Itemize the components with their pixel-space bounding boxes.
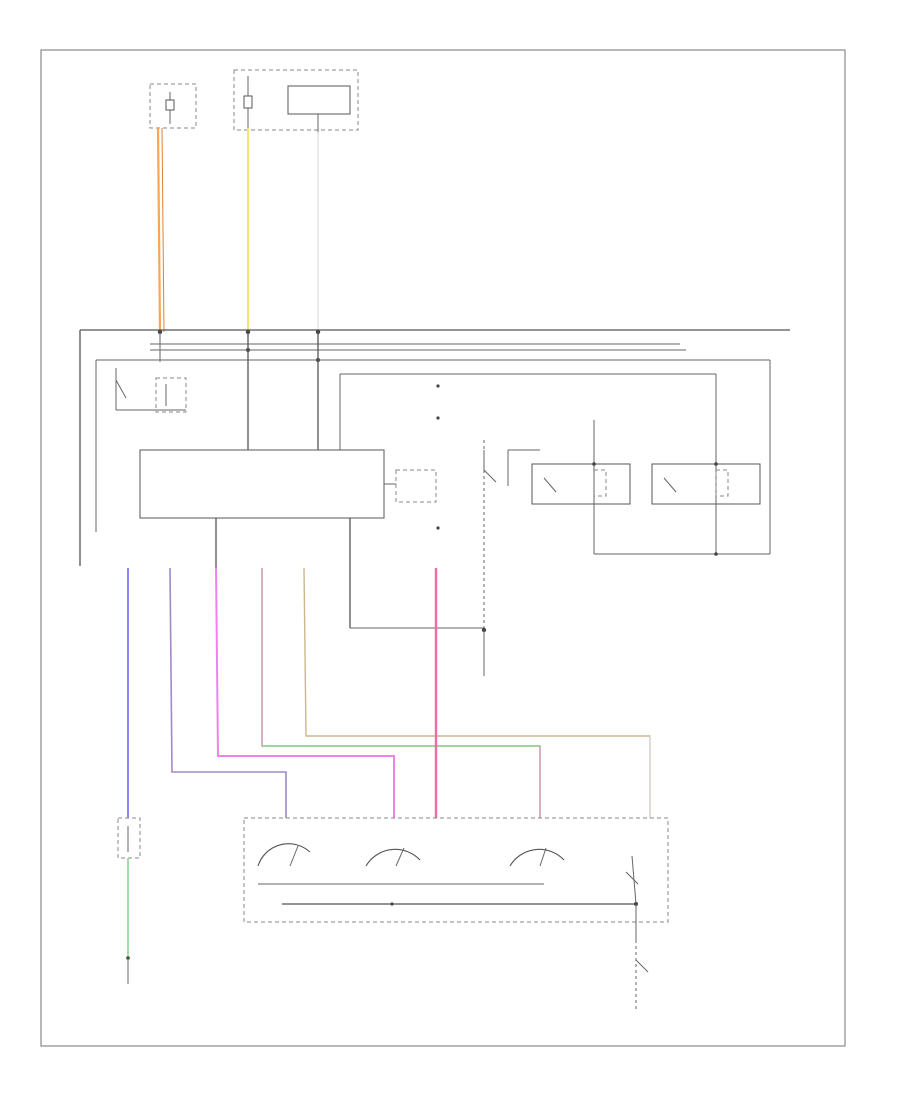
dot-b <box>436 416 440 420</box>
top-left-fuse-block <box>149 83 197 129</box>
left-sender <box>117 817 141 859</box>
right-switch-1 <box>531 463 631 505</box>
wire-tan <box>303 567 651 818</box>
control-unit <box>139 449 437 519</box>
gauge-3 <box>509 848 565 867</box>
diagram-frame <box>40 49 846 1047</box>
wire-mauve <box>261 568 541 818</box>
left-relay <box>115 368 187 413</box>
bus-lines <box>79 329 790 566</box>
wire-orange-shadow <box>161 127 165 333</box>
wire-violet <box>169 567 287 818</box>
top-mid-fuse-block <box>233 69 359 131</box>
wire-pink <box>215 567 395 818</box>
instrument-cluster <box>243 817 669 923</box>
wire-orange <box>156 127 162 333</box>
right-switch-2 <box>651 463 761 505</box>
gauge-1 <box>257 843 311 867</box>
top-right-block <box>287 85 351 132</box>
gauge-2 <box>365 848 421 867</box>
dot-c <box>436 526 440 530</box>
dot-a <box>436 384 440 388</box>
